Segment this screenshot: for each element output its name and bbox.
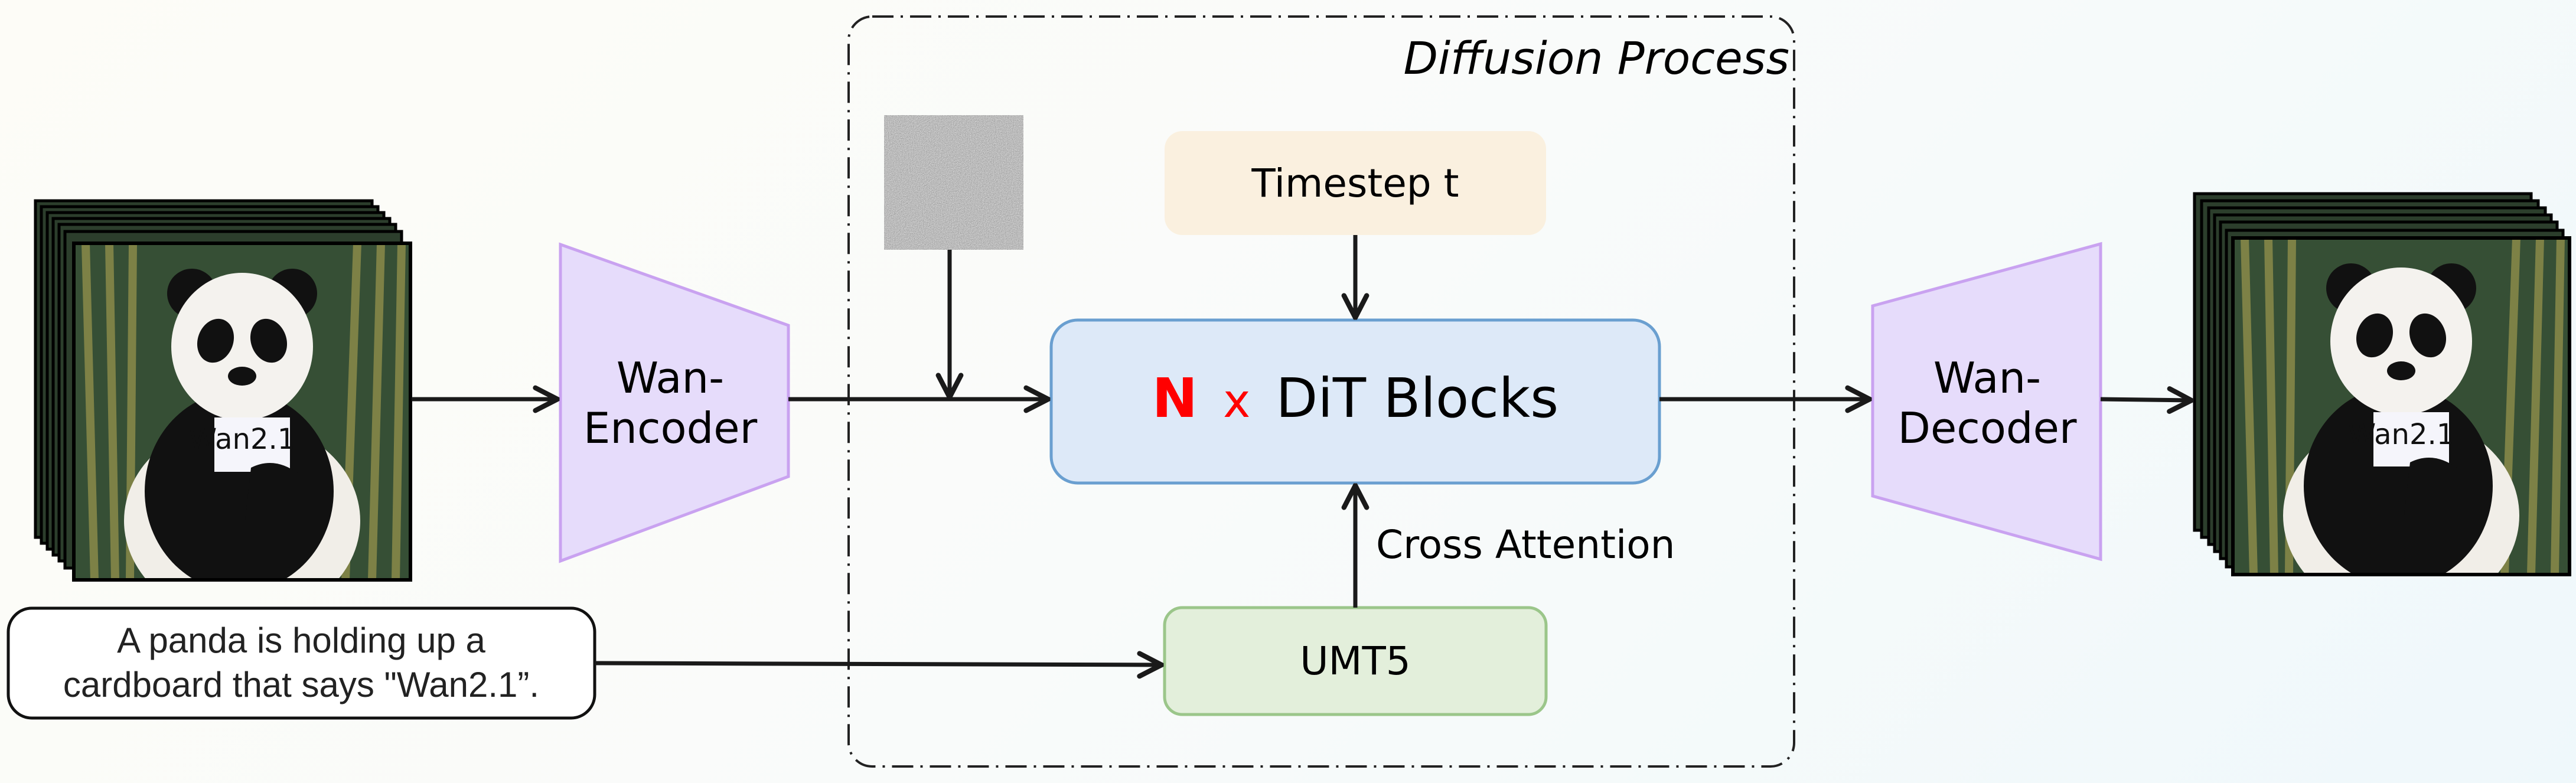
output-sign-text: Wan2.1 xyxy=(2348,418,2455,451)
flow-arrows xyxy=(412,235,2192,665)
wan-decoder: Wan- Decoder xyxy=(1871,242,2102,562)
gaussian-noise-icon xyxy=(884,115,1023,250)
input-video-frames: Wan2.1 xyxy=(34,199,412,582)
umt5-box: UMT5 xyxy=(1163,606,1548,716)
decoder-label-line1: Wan- xyxy=(1933,353,2041,403)
wan-encoder: Wan- Encoder xyxy=(559,242,790,563)
input-sign-text: Wan2.1 xyxy=(189,423,296,456)
dit-blocks-box: N x DiT Blocks xyxy=(1049,318,1661,485)
dit-times: x xyxy=(1223,375,1250,428)
prompt-line1: A panda is holding up a xyxy=(117,621,485,660)
dit-label: DiT Blocks xyxy=(1276,367,1559,430)
output-video-frames: Wan2.1 xyxy=(2193,192,2571,576)
decoder-label-line2: Decoder xyxy=(1898,403,2077,453)
diffusion-process-container xyxy=(847,15,1795,768)
cross-attention-label: Cross Attention xyxy=(1376,522,1675,567)
arrow-decoder-to-output xyxy=(2100,399,2192,400)
umt5-label: UMT5 xyxy=(1300,638,1411,684)
timestep-label: Timestep t xyxy=(1251,161,1459,206)
prompt-line2: cardboard that says "Wan2.1”. xyxy=(63,665,539,704)
panda-video-frames-icon xyxy=(2193,192,2571,576)
arrow-prompt-to-umt5 xyxy=(594,663,1162,665)
diffusion-process-label: Diffusion Process xyxy=(1404,32,1790,84)
encoder-label-line2: Encoder xyxy=(583,403,758,453)
dit-count-n: N xyxy=(1152,367,1198,430)
encoder-label-line1: Wan- xyxy=(617,353,724,403)
timestep-box: Timestep t xyxy=(1165,131,1546,235)
svg-text:N x DiT Blocks: N x DiT Blocks xyxy=(1152,367,1558,430)
prompt-box: A panda is holding up a cardboard that s… xyxy=(6,606,596,720)
panda-video-frames-icon xyxy=(34,199,412,582)
